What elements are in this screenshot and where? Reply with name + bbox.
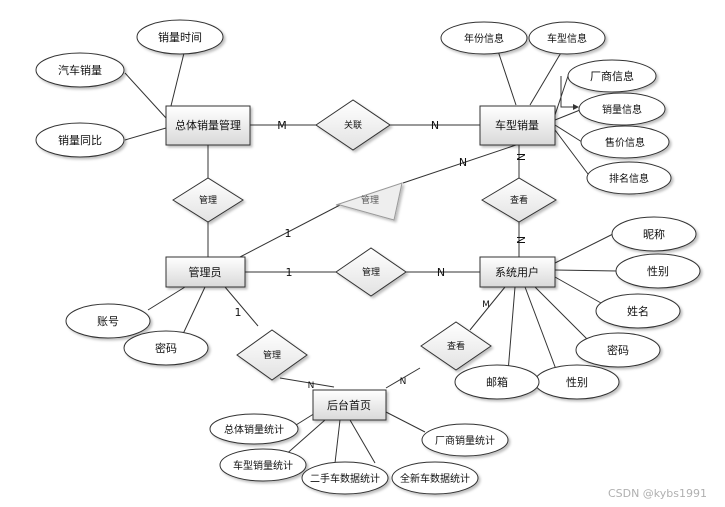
entity-sales-management: 总体销量管理 <box>175 118 241 132</box>
cardinality-m-user: M <box>482 300 490 310</box>
attr-fullname: 姓名 <box>627 304 649 318</box>
cardinality-n-mid: N <box>437 266 445 279</box>
attr-sales-yoy: 销量同比 <box>58 133 102 147</box>
attr-year-info: 年份信息 <box>464 32 504 45</box>
attr-stat-new-cars: 全新车数据统计 <box>400 472 470 485</box>
attr-nickname: 昵称 <box>643 227 665 241</box>
arrow-head-icon <box>573 104 579 110</box>
entity-system-user: 系统用户 <box>495 265 539 279</box>
cardinality-n-top: N <box>459 156 467 169</box>
cardinality-n-car: N <box>514 153 527 161</box>
attribute-shapes <box>35 19 701 495</box>
relationship-view-right: 查看 <box>510 194 528 206</box>
cardinality-one-bottom: 1 <box>235 306 242 319</box>
cardinality-n-user: N <box>514 236 527 244</box>
relationship-manage-bottom: 管理 <box>263 349 281 361</box>
attr-sales-info: 销量信息 <box>602 103 642 116</box>
cardinality-n-home-right: N <box>400 377 407 387</box>
attr-gender-bottom: 性别 <box>566 375 588 389</box>
relationship-view-bottom: 查看 <box>447 340 465 352</box>
entity-admin: 管理员 <box>189 265 222 279</box>
attr-gender-user: 性别 <box>647 264 669 278</box>
relationship-manage-gray-shape <box>335 182 403 221</box>
entity-shapes <box>165 105 556 421</box>
attr-password-admin: 密码 <box>155 341 177 355</box>
attr-account: 账号 <box>97 315 119 328</box>
attr-model-info: 车型信息 <box>547 32 587 45</box>
attr-stat-maker-sales: 厂商销量统计 <box>435 434 495 447</box>
connector-lines <box>124 48 618 464</box>
cardinality-m-left: M <box>277 119 287 132</box>
cardinality-one-mid: 1 <box>286 266 293 279</box>
entity-car-model-sales: 车型销量 <box>495 118 539 132</box>
relationship-shapes <box>172 99 557 381</box>
entity-backend-home: 后台首页 <box>327 398 371 412</box>
attr-price-info: 售价信息 <box>605 136 645 149</box>
attr-email: 邮箱 <box>486 375 508 389</box>
relationship-manage-mid: 管理 <box>362 266 380 278</box>
attr-rank-info: 排名信息 <box>609 172 649 185</box>
relationship-manage-top: 管理 <box>199 194 217 206</box>
attr-maker-info: 厂商信息 <box>590 69 634 83</box>
relationship-manage-gray: 管理 <box>361 194 379 206</box>
relationship-associate: 关联 <box>344 119 362 131</box>
watermark: CSDN @kybs1991 <box>608 487 707 500</box>
attr-car-sales-volume: 汽车销量 <box>58 63 102 77</box>
attr-password-user: 密码 <box>607 343 629 357</box>
cardinality-one-top: 1 <box>285 227 292 240</box>
attr-sales-time: 销量时间 <box>158 30 202 44</box>
cardinality-n-right: N <box>431 119 439 132</box>
attr-stat-used-cars: 二手车数据统计 <box>310 472 380 485</box>
cardinality-n-home-left: N <box>308 381 315 391</box>
attr-stat-model-sales: 车型销量统计 <box>233 459 293 472</box>
attr-stat-total-sales: 总体销量统计 <box>224 423 284 436</box>
